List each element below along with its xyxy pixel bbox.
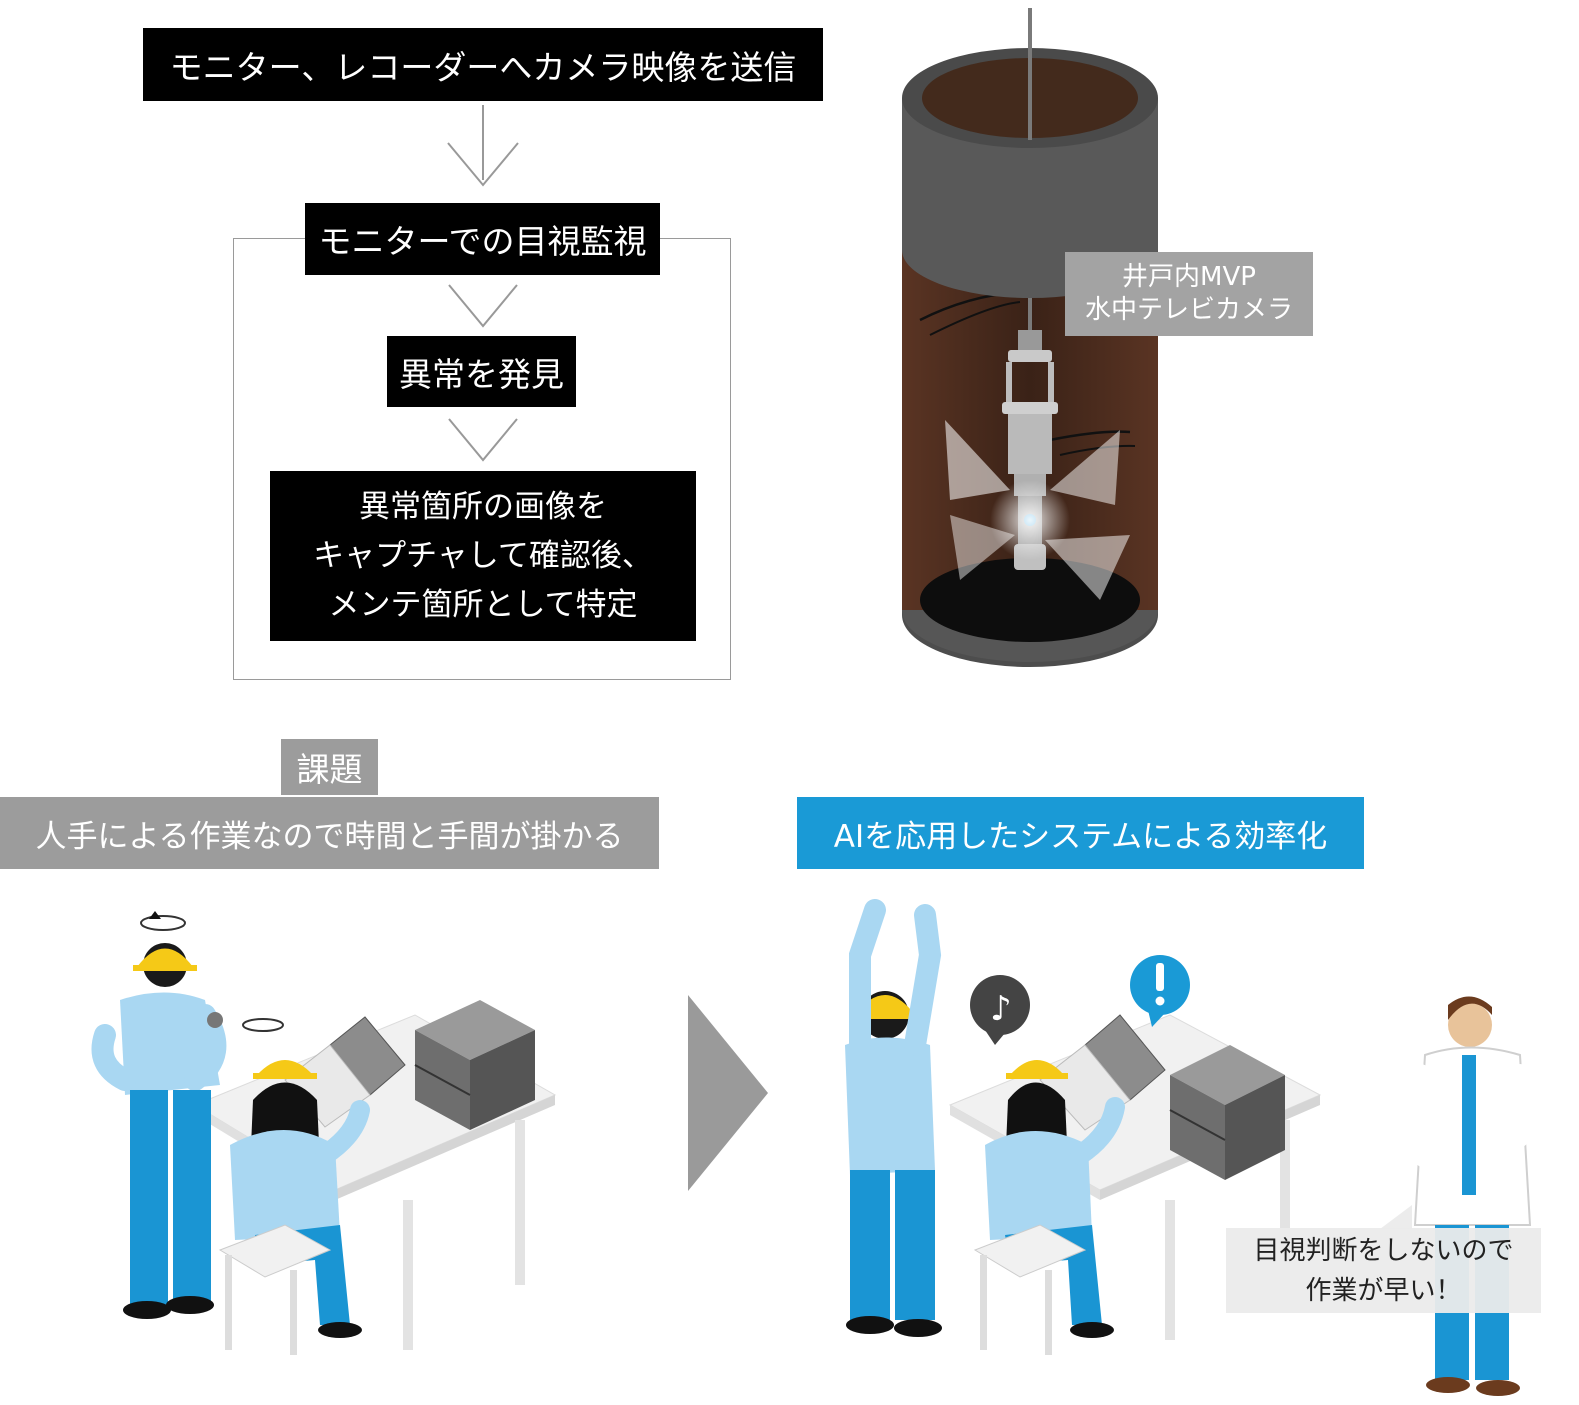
flow-step-capture-line-2: キャプチャして確認後、 xyxy=(313,537,653,574)
camera-label-line-1: 井戸内MVP xyxy=(1122,262,1256,292)
solution-heading: AIを応用したシステムによる効率化 xyxy=(797,797,1364,869)
flow-arrow-2 xyxy=(448,284,518,328)
transition-arrow xyxy=(688,995,768,1191)
svg-text:♪: ♪ xyxy=(990,989,1012,1029)
manual-work-scene xyxy=(91,911,557,1355)
well-illustration xyxy=(902,8,1158,667)
speech-bubble-line-2: 作業が早い！ xyxy=(1305,1275,1462,1306)
flow-step-find-anomaly: 異常を発見 xyxy=(387,336,576,407)
flow-arrow-3 xyxy=(448,418,518,462)
flow-step-send-video: モニター、レコーダーへカメラ映像を送信 xyxy=(143,28,823,101)
ai-efficiency-scene: ♪ xyxy=(845,899,1540,1396)
flow-step-visual-monitoring-text: モニターでの目視監視 xyxy=(318,222,647,261)
flow-step-capture-identify: 異常箇所の画像を キャプチャして確認後、 メンテ箇所として特定 xyxy=(270,471,696,641)
speech-bubble: 目視判断をしないので 作業が早い！ xyxy=(1226,1228,1541,1313)
speech-bubble-line-1: 目視判断をしないので xyxy=(1253,1235,1514,1266)
flow-step-capture-line-3: メンテ箇所として特定 xyxy=(328,586,638,623)
speech-bubble-tail xyxy=(1380,1205,1412,1229)
issue-heading-text: 課題 xyxy=(296,750,363,789)
issue-description: 人手による作業なので時間と手間が掛かる xyxy=(0,797,659,869)
flow-step-capture-line-1: 異常箇所の画像を xyxy=(359,488,607,525)
issue-description-text: 人手による作業なので時間と手間が掛かる xyxy=(35,818,624,855)
camera-label: 井戸内MVP 水中テレビカメラ xyxy=(1065,252,1313,336)
solution-heading-text: AIを応用したシステムによる効率化 xyxy=(833,818,1328,855)
issue-heading: 課題 xyxy=(281,739,378,795)
flow-arrow-1 xyxy=(447,105,519,187)
flow-step-visual-monitoring: モニターでの目視監視 xyxy=(305,203,660,275)
camera-label-line-2: 水中テレビカメラ xyxy=(1084,295,1293,325)
flow-step-find-anomaly-text: 異常を発見 xyxy=(399,354,564,394)
flow-step-send-video-text: モニター、レコーダーへカメラ映像を送信 xyxy=(169,47,797,87)
